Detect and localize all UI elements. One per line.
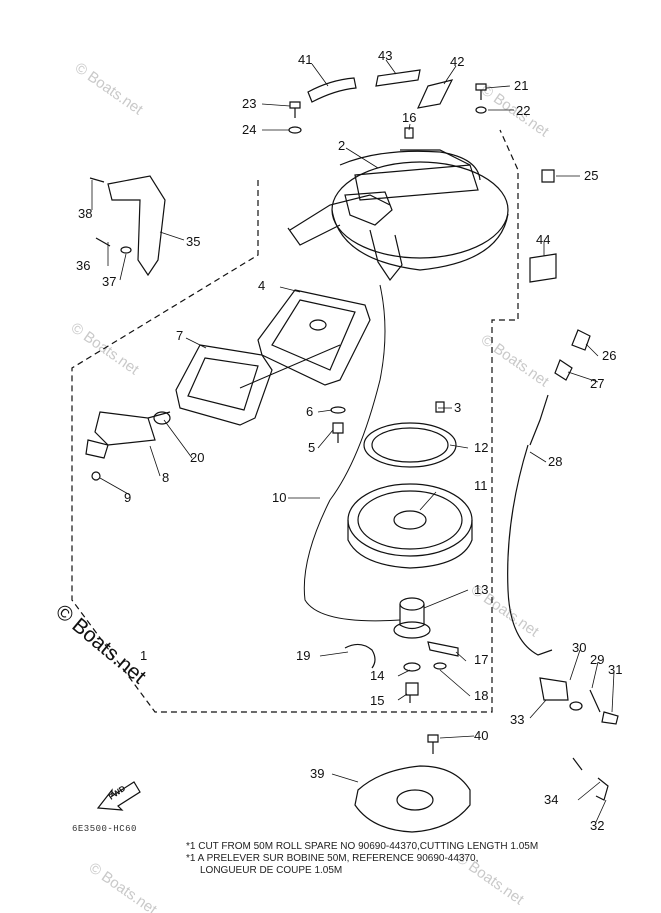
label-42 bbox=[416, 79, 454, 109]
base-plate bbox=[354, 734, 471, 833]
watermark-3: © Boats.net bbox=[68, 319, 143, 378]
callout-10: 10 bbox=[272, 490, 286, 505]
callout-36: 36 bbox=[76, 258, 90, 273]
callout-34: 34 bbox=[544, 792, 558, 807]
document-code: 6E3500-HC60 bbox=[72, 824, 137, 834]
lever-bracket bbox=[89, 175, 166, 277]
fwd-label: FWD bbox=[107, 784, 127, 802]
callout-1: 1 bbox=[140, 648, 147, 663]
linkage bbox=[539, 677, 619, 801]
cap-25 bbox=[541, 169, 555, 183]
drive-shaft bbox=[393, 597, 431, 639]
callout-37: 37 bbox=[102, 274, 116, 289]
part-notes: *1 CUT FROM 50M ROLL SPARE NO 90690-4437… bbox=[186, 841, 646, 877]
callout-22: 22 bbox=[516, 103, 530, 118]
callout-25: 25 bbox=[584, 168, 598, 183]
callout-32: 32 bbox=[590, 818, 604, 833]
callout-31: 31 bbox=[608, 662, 622, 677]
watermark-4: © Boats.net bbox=[478, 331, 553, 390]
callout-15: 15 bbox=[370, 693, 384, 708]
callout-5: 5 bbox=[308, 440, 315, 455]
rope-stopper bbox=[153, 411, 171, 425]
bolt-21 bbox=[475, 83, 487, 100]
starter-housing bbox=[287, 149, 509, 282]
callout-28: 28 bbox=[548, 454, 562, 469]
callout-39: 39 bbox=[310, 766, 324, 781]
handle-grip bbox=[175, 344, 273, 426]
callout-24: 24 bbox=[242, 122, 256, 137]
pawl-17 bbox=[427, 641, 459, 657]
fwd-arrow-icon bbox=[96, 781, 141, 811]
cable-assembly bbox=[507, 329, 591, 656]
bolt-23 bbox=[289, 101, 301, 118]
callout-6: 6 bbox=[306, 404, 313, 419]
rope-handle bbox=[85, 411, 171, 481]
callout-8: 8 bbox=[162, 470, 169, 485]
callout-20: 20 bbox=[190, 450, 204, 465]
callout-11: 11 bbox=[474, 478, 488, 493]
callout-30: 30 bbox=[572, 640, 586, 655]
drawing bbox=[71, 59, 619, 833]
label-41 bbox=[307, 77, 357, 103]
note-line-1: *1 CUT FROM 50M ROLL SPARE NO 90690-4437… bbox=[186, 841, 539, 852]
callout-13: 13 bbox=[474, 582, 488, 597]
label-44 bbox=[529, 253, 557, 283]
callout-7: 7 bbox=[176, 328, 183, 343]
washer-22 bbox=[475, 106, 487, 114]
spring-19 bbox=[344, 643, 376, 669]
callouts: 2 3 4 5 6 7 8 9 10 11 12 13 14 15 16 17 … bbox=[76, 48, 622, 833]
callout-40: 40 bbox=[474, 728, 488, 743]
note-line-3: LONGUEUR DE COUPE 1.05M bbox=[200, 865, 343, 876]
callout-9: 9 bbox=[124, 490, 131, 505]
callout-19: 19 bbox=[296, 648, 310, 663]
callout-27: 27 bbox=[590, 376, 604, 391]
note-line-2: *1 A PRELEVER SUR BOBINE 50M, REFERENCE … bbox=[186, 853, 479, 864]
washer-14 bbox=[403, 662, 421, 672]
leader-lines bbox=[91, 59, 615, 823]
callout-42: 42 bbox=[450, 54, 464, 69]
bolt-5 bbox=[332, 422, 344, 443]
callout-14: 14 bbox=[370, 668, 384, 683]
washer-24 bbox=[288, 126, 302, 134]
bolt-15 bbox=[405, 682, 419, 703]
callout-35: 35 bbox=[186, 234, 200, 249]
callout-44: 44 bbox=[536, 232, 550, 247]
callout-3: 3 bbox=[454, 400, 461, 415]
callout-4: 4 bbox=[258, 278, 265, 293]
watermark-6: © Boats.net bbox=[86, 859, 161, 913]
starter-rope bbox=[239, 284, 401, 622]
watermark-1: © Boats.net bbox=[72, 59, 147, 118]
dashed-boundary bbox=[71, 129, 519, 713]
washer-6 bbox=[330, 406, 346, 414]
callout-12: 12 bbox=[474, 440, 488, 455]
bushing-16 bbox=[404, 127, 414, 139]
callout-16: 16 bbox=[402, 110, 416, 125]
callout-29: 29 bbox=[590, 652, 604, 667]
callout-17: 17 bbox=[474, 652, 488, 667]
handle-bracket bbox=[257, 289, 371, 386]
callout-2: 2 bbox=[338, 138, 345, 153]
callout-18: 18 bbox=[474, 688, 488, 703]
callout-21: 21 bbox=[514, 78, 528, 93]
callout-38: 38 bbox=[78, 206, 92, 221]
callout-41: 41 bbox=[298, 52, 312, 67]
pulley-and-spring bbox=[347, 422, 473, 569]
callout-33: 33 bbox=[510, 712, 524, 727]
label-43 bbox=[375, 69, 421, 87]
callout-23: 23 bbox=[242, 96, 256, 111]
callout-43: 43 bbox=[378, 48, 392, 63]
callout-26: 26 bbox=[602, 348, 616, 363]
circlip-18 bbox=[433, 662, 447, 670]
bushing-3 bbox=[435, 401, 445, 413]
